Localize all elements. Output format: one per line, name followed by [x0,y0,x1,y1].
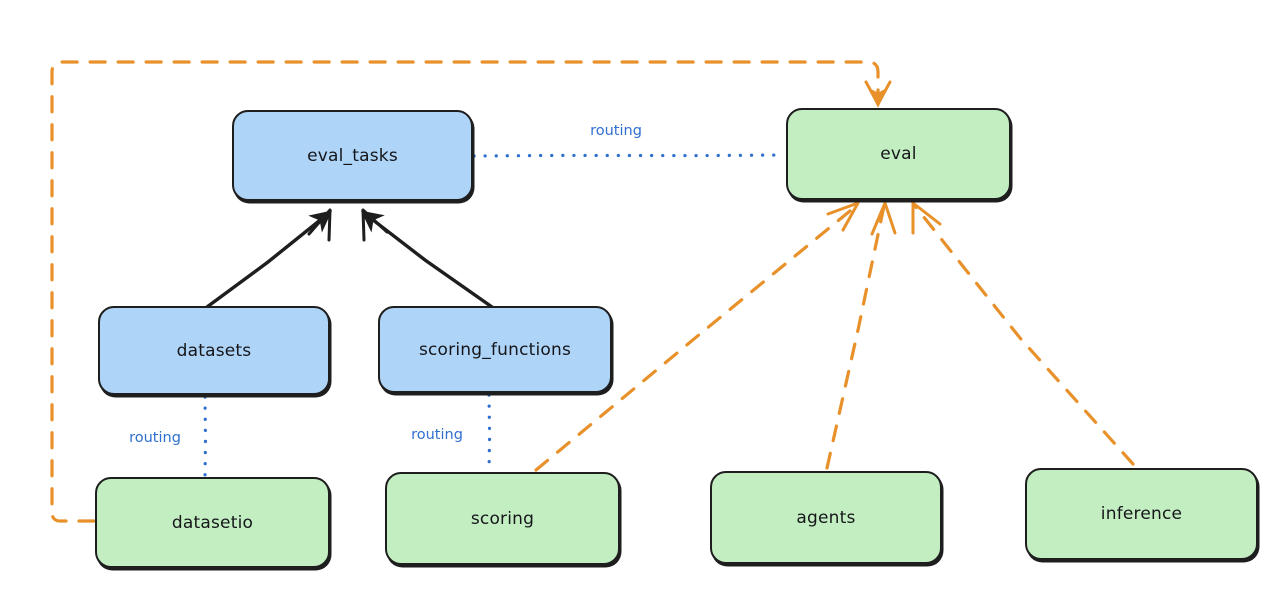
node-label-scoring: scoring [470,508,535,529]
node-label-datasetio: datasetio [171,512,254,533]
node-eval[interactable]: eval [786,108,1011,200]
edge-label-routing-eval-tasks-eval: routing [590,123,642,139]
node-label-scoring-functions: scoring_functions [418,339,572,360]
edge-agents-to-eval [825,201,897,470]
edge-inference-to-eval [911,201,1135,466]
edge-eval_tasks-to-eval [472,153,786,158]
node-datasets[interactable]: datasets [98,306,330,395]
node-agents[interactable]: agents [710,471,942,564]
node-label-eval-tasks: eval_tasks [307,145,398,166]
node-datasetio[interactable]: datasetio [95,477,330,568]
node-eval-tasks[interactable]: eval_tasks [232,110,473,201]
node-label-agents: agents [796,507,856,528]
node-inference[interactable]: inference [1025,468,1258,560]
node-scoring-functions[interactable]: scoring_functions [378,306,612,393]
node-label-inference: inference [1100,504,1183,524]
edge-datasets-to-eval_tasks [205,208,333,309]
edge-label-routing-scoring-functions-scoring: routing [411,427,463,443]
node-label-eval: eval [880,144,917,164]
edge-scoring_functions-to-eval_tasks [360,208,494,309]
edge-scoring-to-eval [534,201,860,472]
node-label-datasets: datasets [176,340,252,361]
edge-label-routing-datasets-datasetio: routing [129,430,181,446]
node-scoring[interactable]: scoring [385,472,620,565]
edge-datasetio-to-eval [50,60,892,523]
edge-datasets-to-datasetio [203,395,208,478]
